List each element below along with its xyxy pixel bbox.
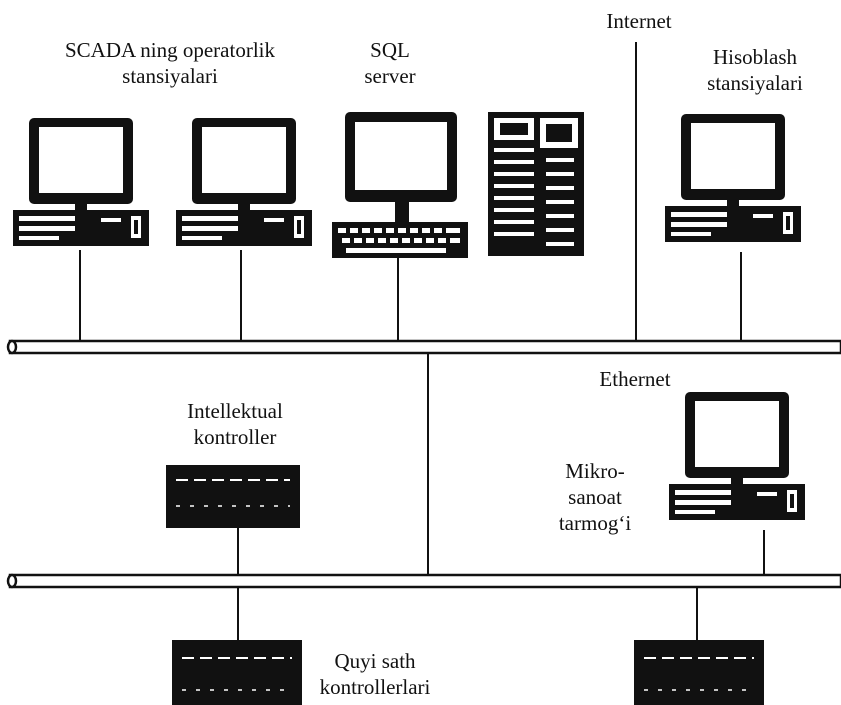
internet-label: Internet xyxy=(606,9,672,33)
scada-stations-label: SCADA ning operatorlik stansiyalari xyxy=(20,37,320,89)
intelligent-controller xyxy=(166,465,300,528)
ethernet-workstation xyxy=(668,391,806,521)
scada-label-line2: stansiyalari xyxy=(122,64,218,88)
quyi-label-line2: kontrollerlari xyxy=(319,675,431,699)
intel-label-line1: Intellektual xyxy=(187,399,283,423)
sql-server-label: SQL server xyxy=(340,37,440,89)
intel-label-line2: kontroller xyxy=(193,425,277,449)
connection-lines xyxy=(79,42,765,640)
lower-level-controllers-label: Quyi sath kontrollerlari xyxy=(305,648,445,700)
mikro-label-line1: Mikro- xyxy=(565,459,625,483)
server-tower xyxy=(488,112,584,256)
computing-workstation xyxy=(664,113,802,243)
ethernet-bus xyxy=(6,339,841,355)
quyi-label-line1: Quyi sath xyxy=(334,649,416,673)
hisob-label-line2: stansiyalari xyxy=(707,71,803,95)
sql-label-line1: SQL xyxy=(370,38,410,62)
hisob-label-line1: Hisoblash xyxy=(713,45,797,69)
scada-workstation-2 xyxy=(175,117,313,247)
computing-stations-label: Hisoblash stansiyalari xyxy=(680,44,830,96)
scada-label-line1: SCADA ning operatorlik xyxy=(65,38,275,62)
lower-controller-left xyxy=(172,640,302,705)
scada-workstation-1 xyxy=(12,117,150,247)
lower-controller-right xyxy=(634,640,764,705)
intelligent-controller-label: Intellektual kontroller xyxy=(160,398,310,450)
mikro-label-line2: sanoat xyxy=(568,485,622,509)
micro-industrial-network-label: Mikro- sanoat tarmog‘i xyxy=(540,458,650,536)
mikro-label-line3: tarmog‘i xyxy=(558,511,632,535)
sql-label-line2: server xyxy=(364,64,416,88)
ethernet-label: Ethernet xyxy=(599,367,671,391)
fieldbus xyxy=(6,573,841,589)
sql-server-workstation xyxy=(332,112,468,258)
